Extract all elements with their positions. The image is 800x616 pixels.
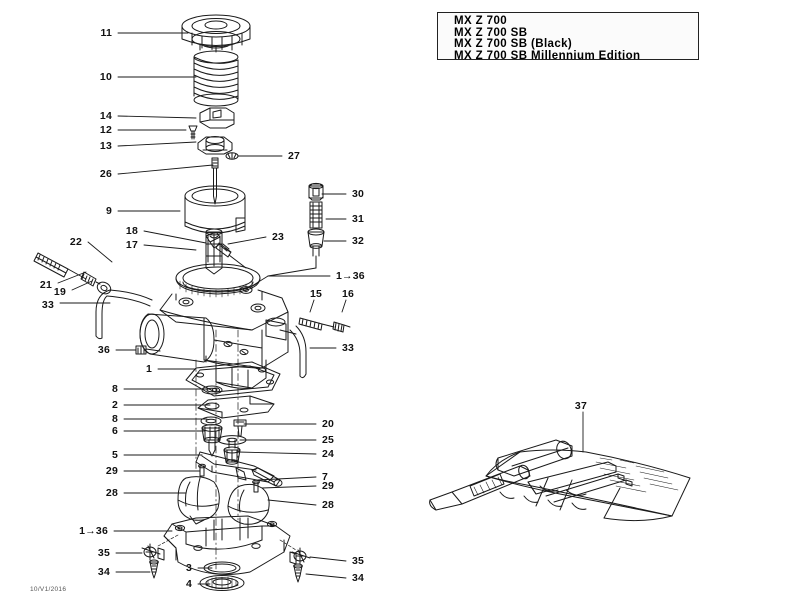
leader-lines <box>57 32 584 585</box>
model-title-line-4: MX Z 700 SB Millennium Edition <box>454 49 641 62</box>
part-float-needle-valve <box>251 467 283 487</box>
part-washer-float <box>217 435 247 449</box>
callout-throttle-spring: 10 <box>99 71 112 83</box>
callout-throttle-cap: 11 <box>100 27 112 39</box>
callout-idle-adjust-screw: 22 <box>69 236 82 248</box>
callout-float-right: 28 <box>322 499 335 511</box>
callout-carburetor-assembly: 1→36 <box>336 270 365 282</box>
callout-cable-adjuster-cap: 32 <box>352 235 365 247</box>
callout-cable-adjuster-nut: 30 <box>352 188 365 200</box>
part-clip <box>225 152 239 160</box>
callout-needle-jet: 23 <box>272 231 285 243</box>
callout-screw-bowl-right: 35 <box>352 555 365 567</box>
callout-pilot-jet: 24 <box>322 448 335 460</box>
callout-needle-holder: 13 <box>99 140 112 152</box>
callout-pilot-screw: 17 <box>125 239 138 251</box>
callout-cable-adjuster: 31 <box>352 213 365 225</box>
callout-screw-bowl-left: 35 <box>97 547 110 559</box>
part-throttle-slide <box>184 185 246 234</box>
model-title-line-2: MX Z 700 SB <box>454 26 528 39</box>
callout-o-ring-idle: 19 <box>53 286 66 298</box>
callout-float-left: 28 <box>105 487 118 499</box>
part-idle-adjust-screw <box>33 252 112 295</box>
callout-slide-retainer: 14 <box>99 110 112 122</box>
callout-washer-bowl-right: 34 <box>352 572 365 584</box>
model-title-line-1: MX Z 700 <box>454 15 508 27</box>
callout-washer-bowl-left: 34 <box>97 566 110 578</box>
document-code: 10/V1/2016 <box>30 586 67 593</box>
callout-fitting: 36 <box>97 344 110 356</box>
callout-float-pin-right: 29 <box>322 480 335 492</box>
part-drain-o-ring <box>203 561 241 575</box>
callout-spring-throttle-stop: 15 <box>310 288 323 300</box>
callout-e-clip: 12 <box>99 124 112 136</box>
part-float-bowl <box>163 515 291 575</box>
part-vent-hose-right <box>289 325 307 379</box>
callout-throttle-slide: 9 <box>105 205 112 217</box>
part-jet-needle <box>211 157 219 205</box>
part-vent-hose-left <box>95 289 153 340</box>
callout-float-bowl: 1→36 <box>79 525 108 537</box>
part-float-bowl-gasket <box>185 361 281 397</box>
callout-pilot-screw-cap: 18 <box>125 225 138 237</box>
callout-screw: 20 <box>322 418 335 430</box>
part-drain-plug <box>199 575 245 591</box>
callout-float-pin-left: 29 <box>105 465 118 477</box>
callout-float-arm-plate: 2 <box>111 399 118 411</box>
callout-vent-hose-left: 33 <box>41 299 54 311</box>
callout-idle-screw-spring: 21 <box>39 279 52 291</box>
part-cable-adjuster-group <box>267 182 325 277</box>
part-float-arm-plate <box>197 395 275 419</box>
callout-drain-o-ring: 3 <box>185 562 192 574</box>
part-float-pins <box>198 463 260 493</box>
callout-tool-kit: 37 <box>574 400 587 412</box>
model-title-box: MX Z 700 MX Z 700 SB MX Z 700 SB (Black)… <box>437 12 699 62</box>
part-throttle-cap <box>181 14 251 53</box>
callout-float-arm: 5 <box>111 449 118 461</box>
callout-float-needle-valve: 7 <box>322 471 329 483</box>
callout-throttle-stop-screw: 16 <box>342 288 355 300</box>
callout-drain-plug: 4 <box>185 578 192 590</box>
part-bowl-screw-right <box>279 539 311 583</box>
part-washer-lower <box>200 416 222 426</box>
model-title-line-3: MX Z 700 SB (Black) <box>454 38 573 51</box>
part-needle-holder <box>197 136 233 155</box>
part-main-jet <box>201 424 223 457</box>
part-pilot-screw <box>205 231 247 269</box>
callout-washer-float: 25 <box>322 434 335 446</box>
part-carburetor-body <box>139 263 297 389</box>
part-e-clip <box>188 125 198 140</box>
part-screw-20 <box>233 419 247 437</box>
part-throttle-spring <box>193 50 239 107</box>
callout-washer-lower: 8 <box>111 413 118 425</box>
callout-washer-upper: 8 <box>111 383 118 395</box>
callout-main-jet: 6 <box>111 425 118 437</box>
part-tool-kit <box>429 439 691 522</box>
part-washer-upper <box>201 385 223 395</box>
part-slide-retainer <box>199 107 235 129</box>
part-float-arm <box>195 451 275 483</box>
part-throttle-stop-screw <box>298 317 351 333</box>
callout-jet-needle: 26 <box>99 168 112 180</box>
callout-vent-hose-right: 33 <box>342 342 355 354</box>
callout-clip: 27 <box>288 150 301 162</box>
part-bowl-screw-left <box>141 534 179 579</box>
callout-float-bowl-gasket: 1 <box>145 363 152 375</box>
